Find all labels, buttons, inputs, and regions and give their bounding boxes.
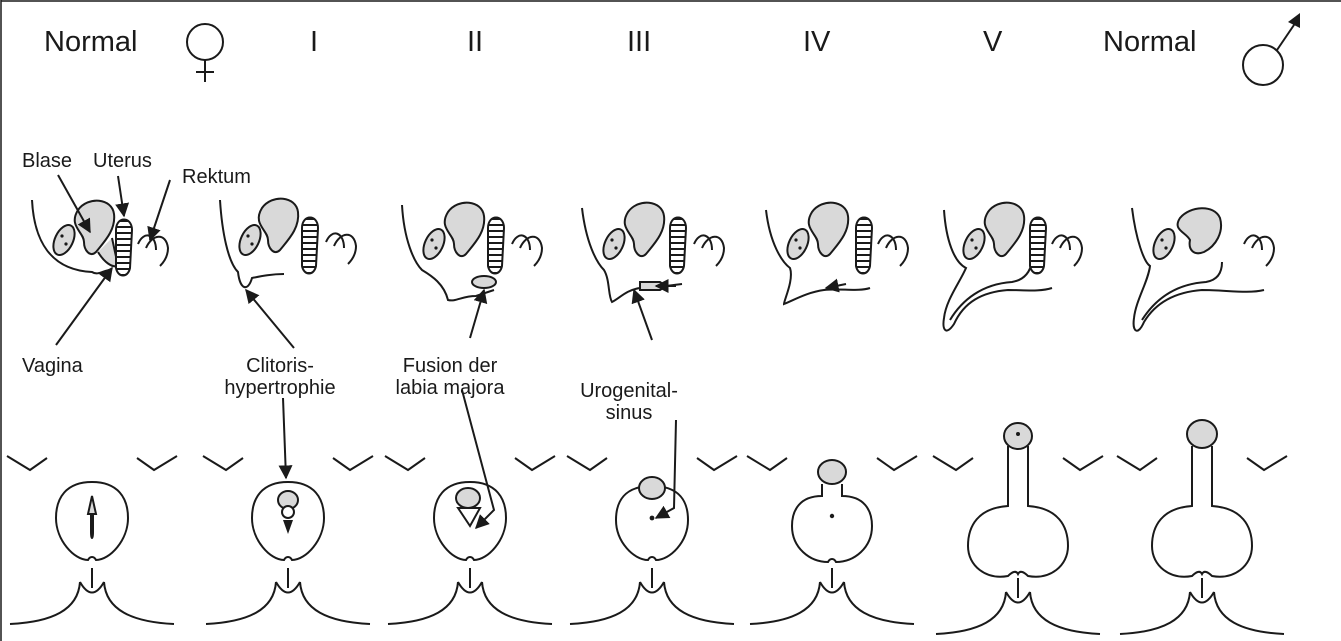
external-stage-ii bbox=[385, 456, 555, 624]
external-stage-i bbox=[203, 456, 373, 624]
label-clitoris-hypertrophie: Clitoris- hypertrophie bbox=[200, 355, 360, 399]
pelvis-stage-iv bbox=[766, 203, 908, 304]
external-normal-male bbox=[1117, 420, 1287, 634]
pelvis-normal-male bbox=[1132, 208, 1274, 331]
stage-label-i: I bbox=[310, 28, 318, 57]
stage-label-iv: IV bbox=[803, 28, 830, 57]
external-stage-v bbox=[933, 423, 1103, 634]
pelvis-stage-v bbox=[943, 203, 1082, 331]
stage-label-ii: II bbox=[467, 28, 483, 57]
female-symbol-icon bbox=[187, 24, 223, 82]
pelvis-normal-female bbox=[32, 200, 168, 276]
label-urogenital-sinus: Urogenital- sinus bbox=[564, 380, 694, 424]
pelvis-stage-i bbox=[220, 199, 356, 288]
label-blase: Blase bbox=[22, 150, 72, 172]
annotation-arrows bbox=[56, 175, 846, 348]
stage-label-v: V bbox=[983, 28, 1002, 57]
pelvis-stage-iii bbox=[582, 203, 724, 302]
pelvis-stage-ii bbox=[402, 203, 542, 301]
external-stage-iii bbox=[567, 456, 737, 624]
label-fusion-labia: Fusion der labia majora bbox=[380, 355, 520, 399]
label-uterus: Uterus bbox=[93, 150, 152, 172]
label-vagina: Vagina bbox=[22, 355, 83, 377]
external-stage-iv bbox=[747, 456, 917, 624]
external-normal-female bbox=[7, 456, 177, 624]
label-rektum: Rektum bbox=[182, 166, 251, 188]
stage-label-normal-female: Normal bbox=[44, 28, 137, 57]
stage-label-normal-male: Normal bbox=[1103, 28, 1196, 57]
stage-label-iii: III bbox=[627, 28, 651, 57]
male-symbol-icon bbox=[1243, 13, 1300, 85]
